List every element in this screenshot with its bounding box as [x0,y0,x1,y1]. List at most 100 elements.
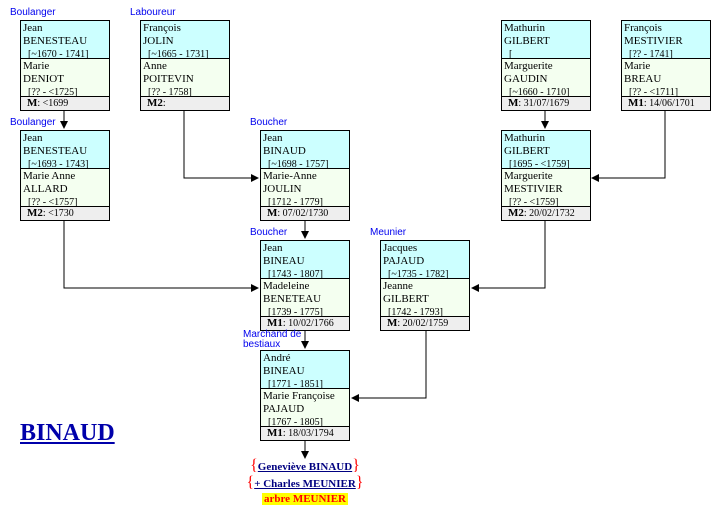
husband-section[interactable]: Jean BINAUD [~1698 - 1757] [261,131,349,170]
marriage-label: M1 [628,97,644,109]
wife-section[interactable]: Jeanne GILBERT [1742 - 1793] [381,279,469,318]
husband-dates: [1771 - 1851] [268,379,323,390]
marriage-row: M: 20/02/1759 [381,317,469,330]
descendant-link[interactable]: Geneviève BINAUD [257,461,353,473]
marriage-label: M2 [27,207,43,219]
marriage-row: M1: 14/06/1701 [622,97,710,110]
wife-last-name: GAUDIN [504,73,548,85]
occupation-label: Meunier [370,227,407,238]
husband-last-name: BENESTEAU [23,35,88,47]
wife-dates: [~1660 - 1710] [509,87,570,98]
wife-dates: [?? - 1758] [148,87,192,98]
marriage-row: M1: 10/02/1766 [261,317,349,330]
marriage-row: M1: 18/03/1794 [261,427,349,440]
husband-dates: [~1735 - 1782] [388,269,449,280]
husband-last-name: GILBERT [504,145,550,157]
husband-first-name: Jacques [383,242,418,254]
occupation-label: Laboureur [130,7,176,18]
wife-section[interactable]: Marguerite GAUDIN [~1660 - 1710] [502,59,590,98]
right-brace-icon: } [352,457,360,474]
wife-section[interactable]: Marie Françoise PAJAUD [1767 - 1805] [261,389,349,428]
wife-section[interactable]: Marie BREAU [?? - <1711] [622,59,710,98]
wife-first-name: Jeanne [383,280,413,292]
wife-dates: [1742 - 1793] [388,307,443,318]
marriage-label: M1 [267,317,283,329]
wife-last-name: ALLARD [23,183,68,195]
marriage-label: M2 [147,97,163,109]
wife-dates: [1712 - 1779] [268,197,323,208]
descendant-line-1[interactable]: {Geneviève BINAUD} [240,458,370,475]
wife-last-name: JOULIN [263,183,302,195]
husband-dates: [1743 - 1807] [268,269,323,280]
couple-box: Jean BINEAU [1743 - 1807] Madeleine BENE… [260,240,350,331]
wife-last-name: BREAU [624,73,662,85]
husband-section[interactable]: André BINEAU [1771 - 1851] [261,351,349,390]
couple-box: Jacques PAJAUD [~1735 - 1782] Jeanne GIL… [380,240,470,331]
husband-last-name: PAJAUD [383,255,425,267]
husband-dates: [~1698 - 1757] [268,159,329,170]
husband-section[interactable]: Mathurin GILBERT [1695 - <1759] [502,131,590,170]
wife-section[interactable]: Marguerite MESTIVIER [?? - <1759] [502,169,590,208]
wife-dates: [1767 - 1805] [268,417,323,428]
wife-section[interactable]: Madeleine BENETEAU [1739 - 1775] [261,279,349,318]
marriage-label: M1 [267,427,283,439]
line-c7-c9 [471,220,546,292]
spouse-link[interactable]: + Charles MEUNIER [254,478,356,490]
occupation-label: Boulanger [10,7,56,18]
marriage-label: M [508,97,519,109]
husband-last-name: GILBERT [504,35,550,47]
line-c5-c8 [63,220,259,292]
husband-last-name: MESTIVIER [624,35,683,47]
left-brace-icon: { [250,457,258,474]
husband-dates: [1695 - <1759] [509,159,570,170]
couple-box: François JOLIN [~1665 - 1731] Anne POITE… [140,20,230,111]
husband-dates: [~1670 - 1741] [28,49,89,60]
wife-section[interactable]: Marie Anne ALLARD [?? - <1757] [21,169,109,208]
marriage-date: : [162,98,166,109]
husband-section[interactable]: Jean BENESTEAU [~1670 - 1741] [21,21,109,60]
husband-dates: [~1665 - 1731] [148,49,209,60]
line-c9-c10 [351,330,427,402]
husband-first-name: Jean [263,132,283,144]
marriage-row: M: 31/07/1679 [502,97,590,110]
couple-box: André BINEAU [1771 - 1851] Marie Françoi… [260,350,350,441]
couple-box: Mathurin GILBERT [1695 - <1759] Margueri… [501,130,591,221]
tree-link[interactable]: arbre MEUNIER [262,493,348,505]
marriage-row: M2: 20/02/1732 [502,207,590,220]
wife-first-name: Marie Anne [23,170,76,182]
couple-box: Jean BENESTEAU [~1693 - 1743] Marie Anne… [20,130,110,221]
husband-section[interactable]: Jacques PAJAUD [~1735 - 1782] [381,241,469,280]
wife-section[interactable]: Anne POITEVIN [?? - 1758] [141,59,229,98]
marriage-label: M [267,207,278,219]
marriage-row: M: 07/02/1730 [261,207,349,220]
line-c2-c6 [183,110,259,182]
husband-section[interactable]: Jean BINEAU [1743 - 1807] [261,241,349,280]
wife-dates: [?? - <1711] [629,87,679,98]
husband-section[interactable]: François JOLIN [~1665 - 1731] [141,21,229,60]
husband-last-name: JOLIN [143,35,174,47]
line-c4-c7 [591,110,666,182]
couple-box: Mathurin GILBERT [ Marguerite GAUDIN [~1… [501,20,591,111]
wife-section[interactable]: Marie DENIOT [?? - <1725] [21,59,109,98]
husband-section[interactable]: François MESTIVIER [?? - 1741] [622,21,710,60]
wife-first-name: Marie-Anne [263,170,317,182]
occupation-label: Boulanger [10,117,56,128]
husband-section[interactable]: Jean BENESTEAU [~1693 - 1743] [21,131,109,170]
marriage-label: M2 [508,207,524,219]
marriage-label: M [27,97,38,109]
husband-section[interactable]: Mathurin GILBERT [ [502,21,590,60]
wife-last-name: DENIOT [23,73,64,85]
wife-section[interactable]: Marie-Anne JOULIN [1712 - 1779] [261,169,349,208]
marriage-date: : <1730 [42,208,74,219]
marriage-date: : 07/02/1730 [277,208,329,219]
occupation-label: Boucher [250,227,288,238]
right-brace-icon: } [355,474,364,491]
husband-last-name: BINAUD [263,145,306,157]
husband-last-name: BINEAU [263,365,305,377]
marriage-date: : <1699 [37,98,69,109]
wife-first-name: Marie Françoise [263,390,335,402]
descendant-line-2[interactable]: {+ Charles MEUNIER} [240,475,370,492]
husband-last-name: BENESTEAU [23,145,88,157]
family-title[interactable]: BINAUD [20,420,115,446]
